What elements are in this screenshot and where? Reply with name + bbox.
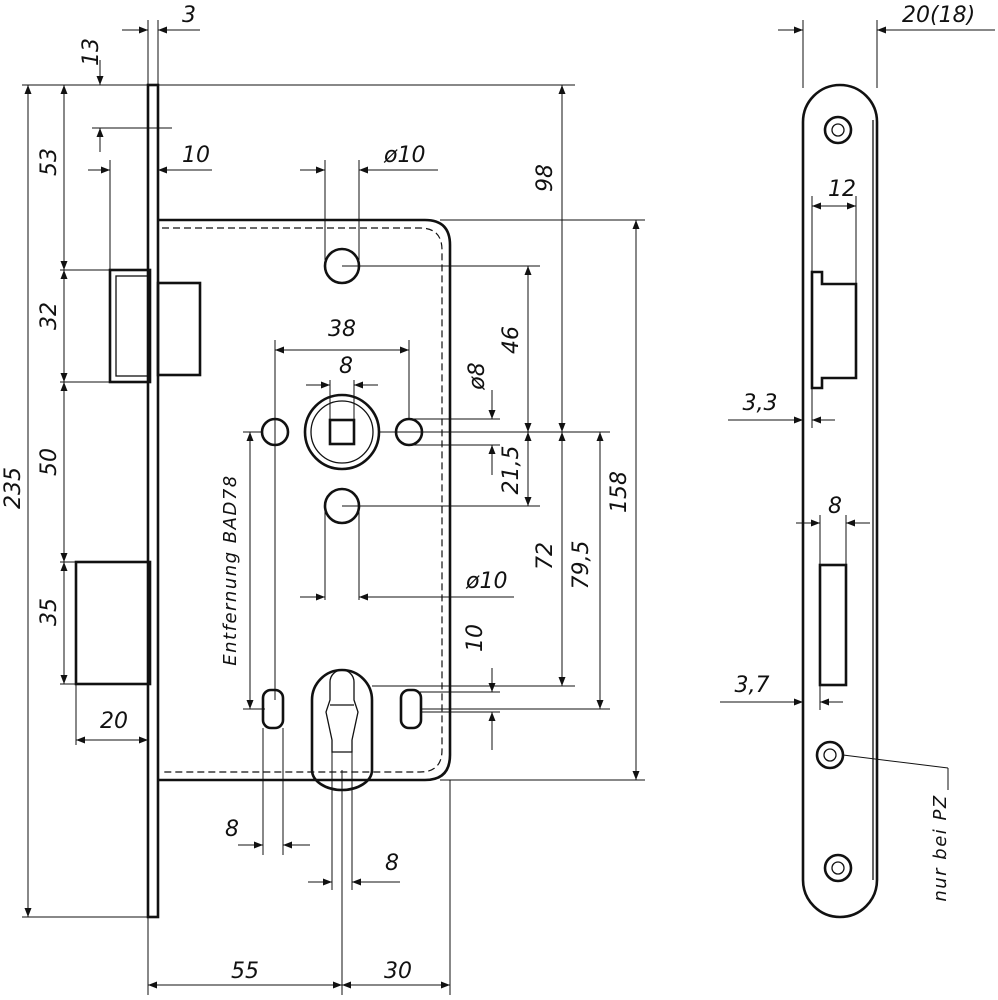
dim-bolt-height: 35 (37, 598, 62, 626)
lock-body-labels: 3 13 10 53 32 50 35 235 20 98 ø10 38 8 ø… (1, 3, 632, 984)
dim-follower-hole-dia: ø8 (465, 362, 490, 390)
follower-inner (310, 400, 374, 464)
follower-outer (303, 393, 381, 471)
strike-plate-dimensions (720, 20, 995, 790)
dim-top-to-follower: 98 (533, 164, 558, 192)
dim-bolt-opening: 8 (828, 494, 842, 519)
dim-plate-width: 20(18) (902, 3, 975, 28)
dim-top-offset: 13 (79, 38, 104, 66)
dim-body-height: 158 (607, 471, 632, 513)
dim-latch-projection: 10 (182, 143, 210, 168)
dim-bolt-offset: 3,7 (735, 673, 770, 698)
cylinder-hole (310, 668, 374, 792)
dim-back-to-follower: 30 (384, 959, 412, 984)
dim-follower-to-cylinder: 72 (533, 542, 558, 570)
latch-bolt-inner (115, 275, 151, 377)
dim-backset: 55 (231, 959, 259, 984)
strike-bolt-opening (818, 563, 848, 687)
dim-hole-dia-top: ø10 (383, 143, 425, 168)
lock-case (158, 218, 452, 782)
dim-upper-hole-to-follower: 46 (499, 326, 524, 354)
strike-plate-outline (801, 83, 879, 919)
dim-cylinder-offset: 10 (463, 624, 488, 652)
dim-bottom-hole-width: 8 (225, 817, 239, 842)
latch-tail (156, 281, 202, 377)
bottom-slot-right (399, 688, 423, 730)
dim-total-height: 235 (1, 467, 26, 509)
strike-screw-hole-bottom (823, 853, 853, 883)
dim-hole-dia-bottom: ø10 (465, 569, 507, 594)
dim-hole-spacing: 38 (328, 317, 356, 342)
follower-square (328, 418, 356, 446)
dim-follower-square: 8 (339, 354, 353, 379)
dim-latch-opening: 12 (828, 177, 856, 202)
note-bad78: Entfernung BAD78 (220, 474, 241, 665)
dim-latch-offset: 3,3 (743, 391, 778, 416)
dead-bolt (74, 560, 152, 686)
dim-follower-to-bottom-holes: 79,5 (569, 541, 594, 590)
strike-plate-labels: 20(18) 12 3,3 8 3,7 nur bei PZ (735, 3, 976, 902)
strike-latch-opening (810, 270, 858, 390)
note-nur-bei-pz: nur bei PZ (930, 794, 951, 901)
dim-faceplate-thickness: 3 (182, 3, 196, 28)
dim-bolt-projection: 20 (100, 709, 128, 734)
cylinder-keyway (325, 669, 359, 753)
faceplate (146, 83, 160, 919)
strike-screw-hole-top (823, 115, 853, 145)
dim-follower-to-lower-hole: 21,5 (499, 446, 524, 495)
bottom-slot-left (261, 688, 285, 730)
dim-latch-to-bolt: 50 (37, 448, 62, 476)
dim-top-to-latch: 53 (37, 148, 62, 176)
lock-case-inner-edge (162, 227, 443, 773)
dim-latch-height: 32 (37, 302, 62, 330)
dim-cylinder-slot-width: 8 (385, 851, 399, 876)
lock-body-dimensions (22, 20, 645, 995)
strike-plate-view (801, 83, 879, 919)
strike-screw-hole-middle (815, 740, 845, 770)
